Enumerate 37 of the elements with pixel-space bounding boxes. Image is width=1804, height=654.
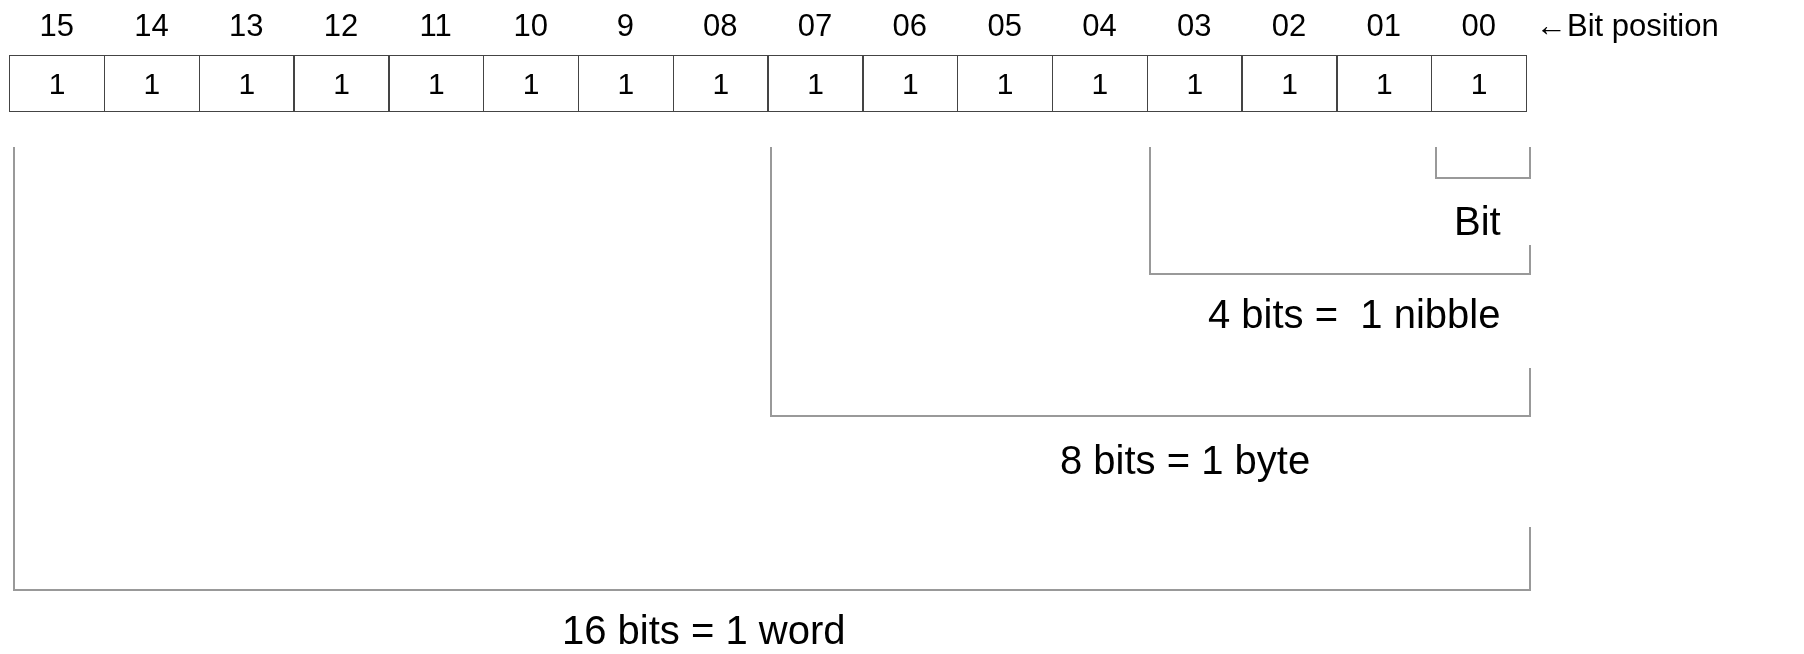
bit-value-cell: 1	[577, 55, 675, 112]
bracket-label: 16 bits = 1 word	[562, 610, 846, 650]
axis-caption: ←Bit position	[1536, 9, 1719, 41]
bracket-label: Bit	[1454, 201, 1501, 241]
bit-value-cell: 1	[1241, 55, 1338, 112]
bit-position-number: 08	[703, 9, 738, 41]
bit-position-number: 14	[134, 9, 169, 41]
bit-value-cell: 1	[293, 55, 390, 112]
bit-value-cell: 1	[198, 55, 295, 112]
bit-value-cell: 1	[1431, 55, 1528, 112]
bracket-label: 8 bits = 1 byte	[1060, 440, 1311, 480]
bit-position-number: 07	[797, 9, 833, 41]
bit-value-cell: 1	[862, 55, 959, 112]
bit-position-number: 01	[1366, 9, 1402, 41]
bit-position-number: 06	[892, 9, 928, 41]
bit-value-cell: 1	[1336, 55, 1433, 112]
bit-value-cell: 1	[767, 55, 864, 112]
bit-position-number: 00	[1461, 9, 1496, 41]
bit-position-number: 04	[1082, 9, 1117, 41]
bit-position-number: 05	[987, 9, 1022, 41]
bit-value-cell: 1	[103, 55, 201, 112]
bit-value-cell: 1	[9, 55, 106, 112]
bit-value-cell: 1	[483, 55, 580, 112]
bit-value-cell: 1	[1051, 55, 1149, 112]
bit-position-number: 12	[323, 9, 359, 41]
bit-position-number: 03	[1177, 9, 1212, 41]
bit-position-number: 10	[513, 9, 548, 41]
bit-value-cell: 1	[1146, 55, 1243, 112]
bit-value-cell: 1	[957, 55, 1054, 112]
bit-position-number: 02	[1271, 9, 1307, 41]
bit-value-cell: 1	[388, 55, 485, 112]
bit-value-cell: 1	[672, 55, 769, 112]
bit-position-number: 13	[229, 9, 264, 41]
bracket-label: 4 bits = 1 nibble	[1208, 294, 1501, 334]
bit-position-number: 9	[616, 9, 634, 41]
bit-position-number: 15	[39, 9, 74, 41]
bit-position-number: 11	[419, 9, 452, 41]
